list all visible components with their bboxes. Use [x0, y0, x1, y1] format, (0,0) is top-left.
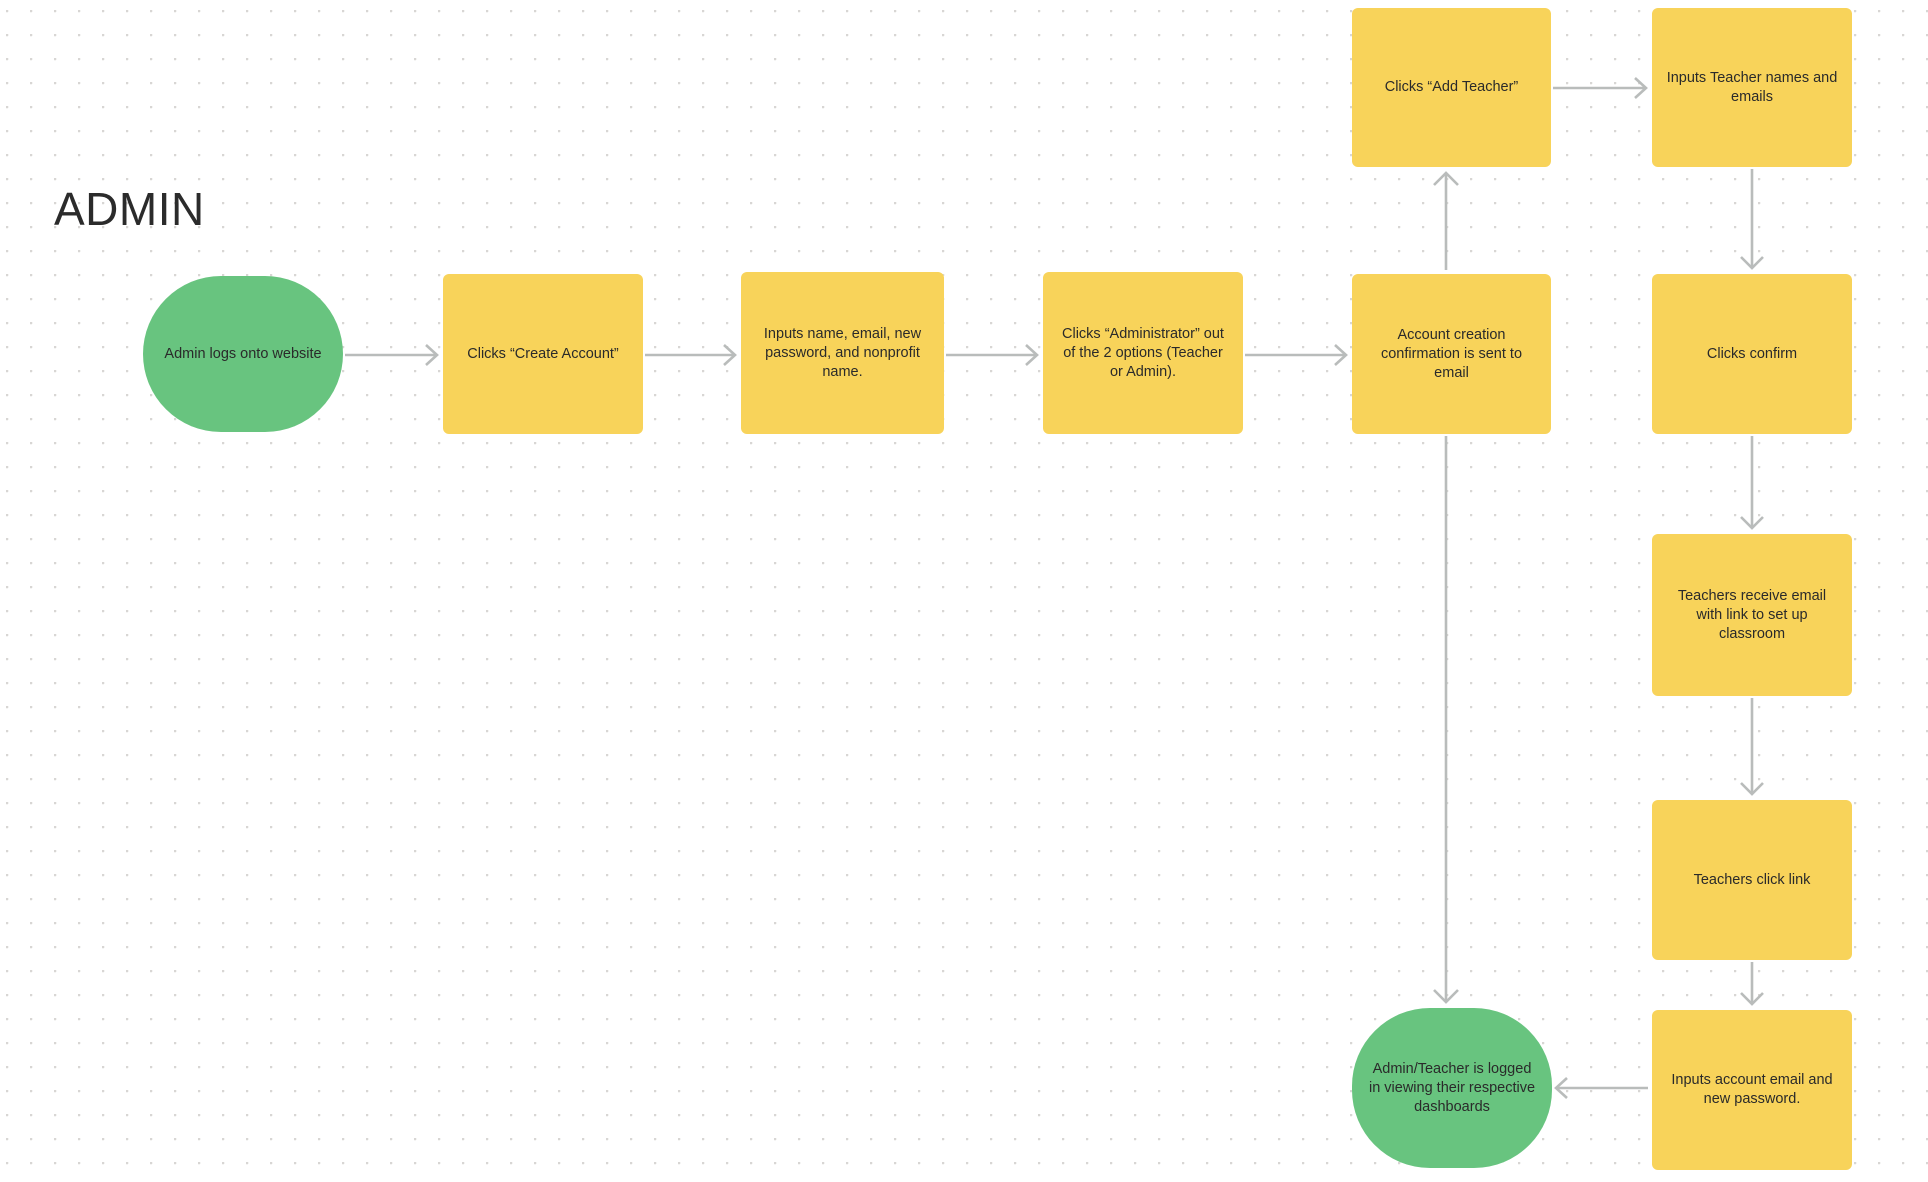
- node-label-teachers-click-link: Teachers click link: [1693, 871, 1811, 888]
- node-label-choose-administrator: Clicks “Administrator” out of the 2 opti…: [1062, 325, 1224, 380]
- node-inputs-credentials[interactable]: Inputs account email and new password.: [1652, 1010, 1852, 1170]
- page-title: ADMIN: [54, 183, 205, 235]
- node-label-inputs-details: Inputs name, email, new password, and no…: [763, 325, 922, 380]
- edge-account-confirmation-to-add-teacher: [1433, 171, 1459, 270]
- node-teachers-click-link[interactable]: Teachers click link: [1652, 800, 1852, 960]
- edge-add-teacher-to-input-teacher-info: [1553, 77, 1648, 99]
- edge-clicks-confirm-to-teachers-receive-email: [1740, 436, 1764, 530]
- node-create-account[interactable]: Clicks “Create Account”: [443, 274, 643, 434]
- node-label-create-account: Clicks “Create Account”: [467, 345, 619, 362]
- node-end[interactable]: Admin/Teacher is logged in viewing their…: [1352, 1008, 1552, 1168]
- node-inputs-details[interactable]: Inputs name, email, new password, and no…: [741, 272, 944, 434]
- node-add-teacher[interactable]: Clicks “Add Teacher”: [1352, 8, 1551, 167]
- node-teachers-receive-email[interactable]: Teachers receive email with link to set …: [1652, 534, 1852, 696]
- node-label-inputs-credentials: Inputs account email and new password.: [1671, 1072, 1833, 1107]
- edge-input-teacher-info-to-clicks-confirm: [1740, 169, 1764, 270]
- edge-teachers-receive-email-to-teachers-click-link: [1740, 698, 1764, 796]
- node-label-account-confirmation: Account creation confirmation is sent to…: [1380, 326, 1523, 381]
- edge-choose-administrator-to-account-confirmation: [1245, 344, 1348, 366]
- edge-teachers-click-link-to-inputs-credentials: [1740, 962, 1764, 1006]
- node-account-confirmation[interactable]: Account creation confirmation is sent to…: [1352, 274, 1551, 434]
- edge-create-account-to-inputs-details: [645, 344, 737, 366]
- edge-inputs-details-to-choose-administrator: [946, 344, 1039, 366]
- node-input-teacher-info[interactable]: Inputs Teacher names and emails: [1652, 8, 1852, 167]
- node-label-add-teacher: Clicks “Add Teacher”: [1384, 79, 1519, 95]
- node-label-end: Admin/Teacher is logged in viewing their…: [1368, 1060, 1536, 1115]
- node-label-clicks-confirm: Clicks confirm: [1706, 345, 1798, 362]
- edge-inputs-credentials-to-end: [1554, 1077, 1648, 1099]
- node-start[interactable]: Admin logs onto website: [143, 276, 343, 432]
- node-label-input-teacher-info: Inputs Teacher names and emails: [1666, 69, 1838, 105]
- node-clicks-confirm[interactable]: Clicks confirm: [1652, 274, 1852, 434]
- edge-account-confirmation-to-end: [1433, 436, 1459, 1004]
- node-choose-administrator[interactable]: Clicks “Administrator” out of the 2 opti…: [1043, 272, 1243, 434]
- node-label-teachers-receive-email: Teachers receive email with link to set …: [1677, 587, 1827, 642]
- node-label-start: Admin logs onto website: [164, 345, 322, 362]
- edge-start-to-create-account: [345, 344, 439, 366]
